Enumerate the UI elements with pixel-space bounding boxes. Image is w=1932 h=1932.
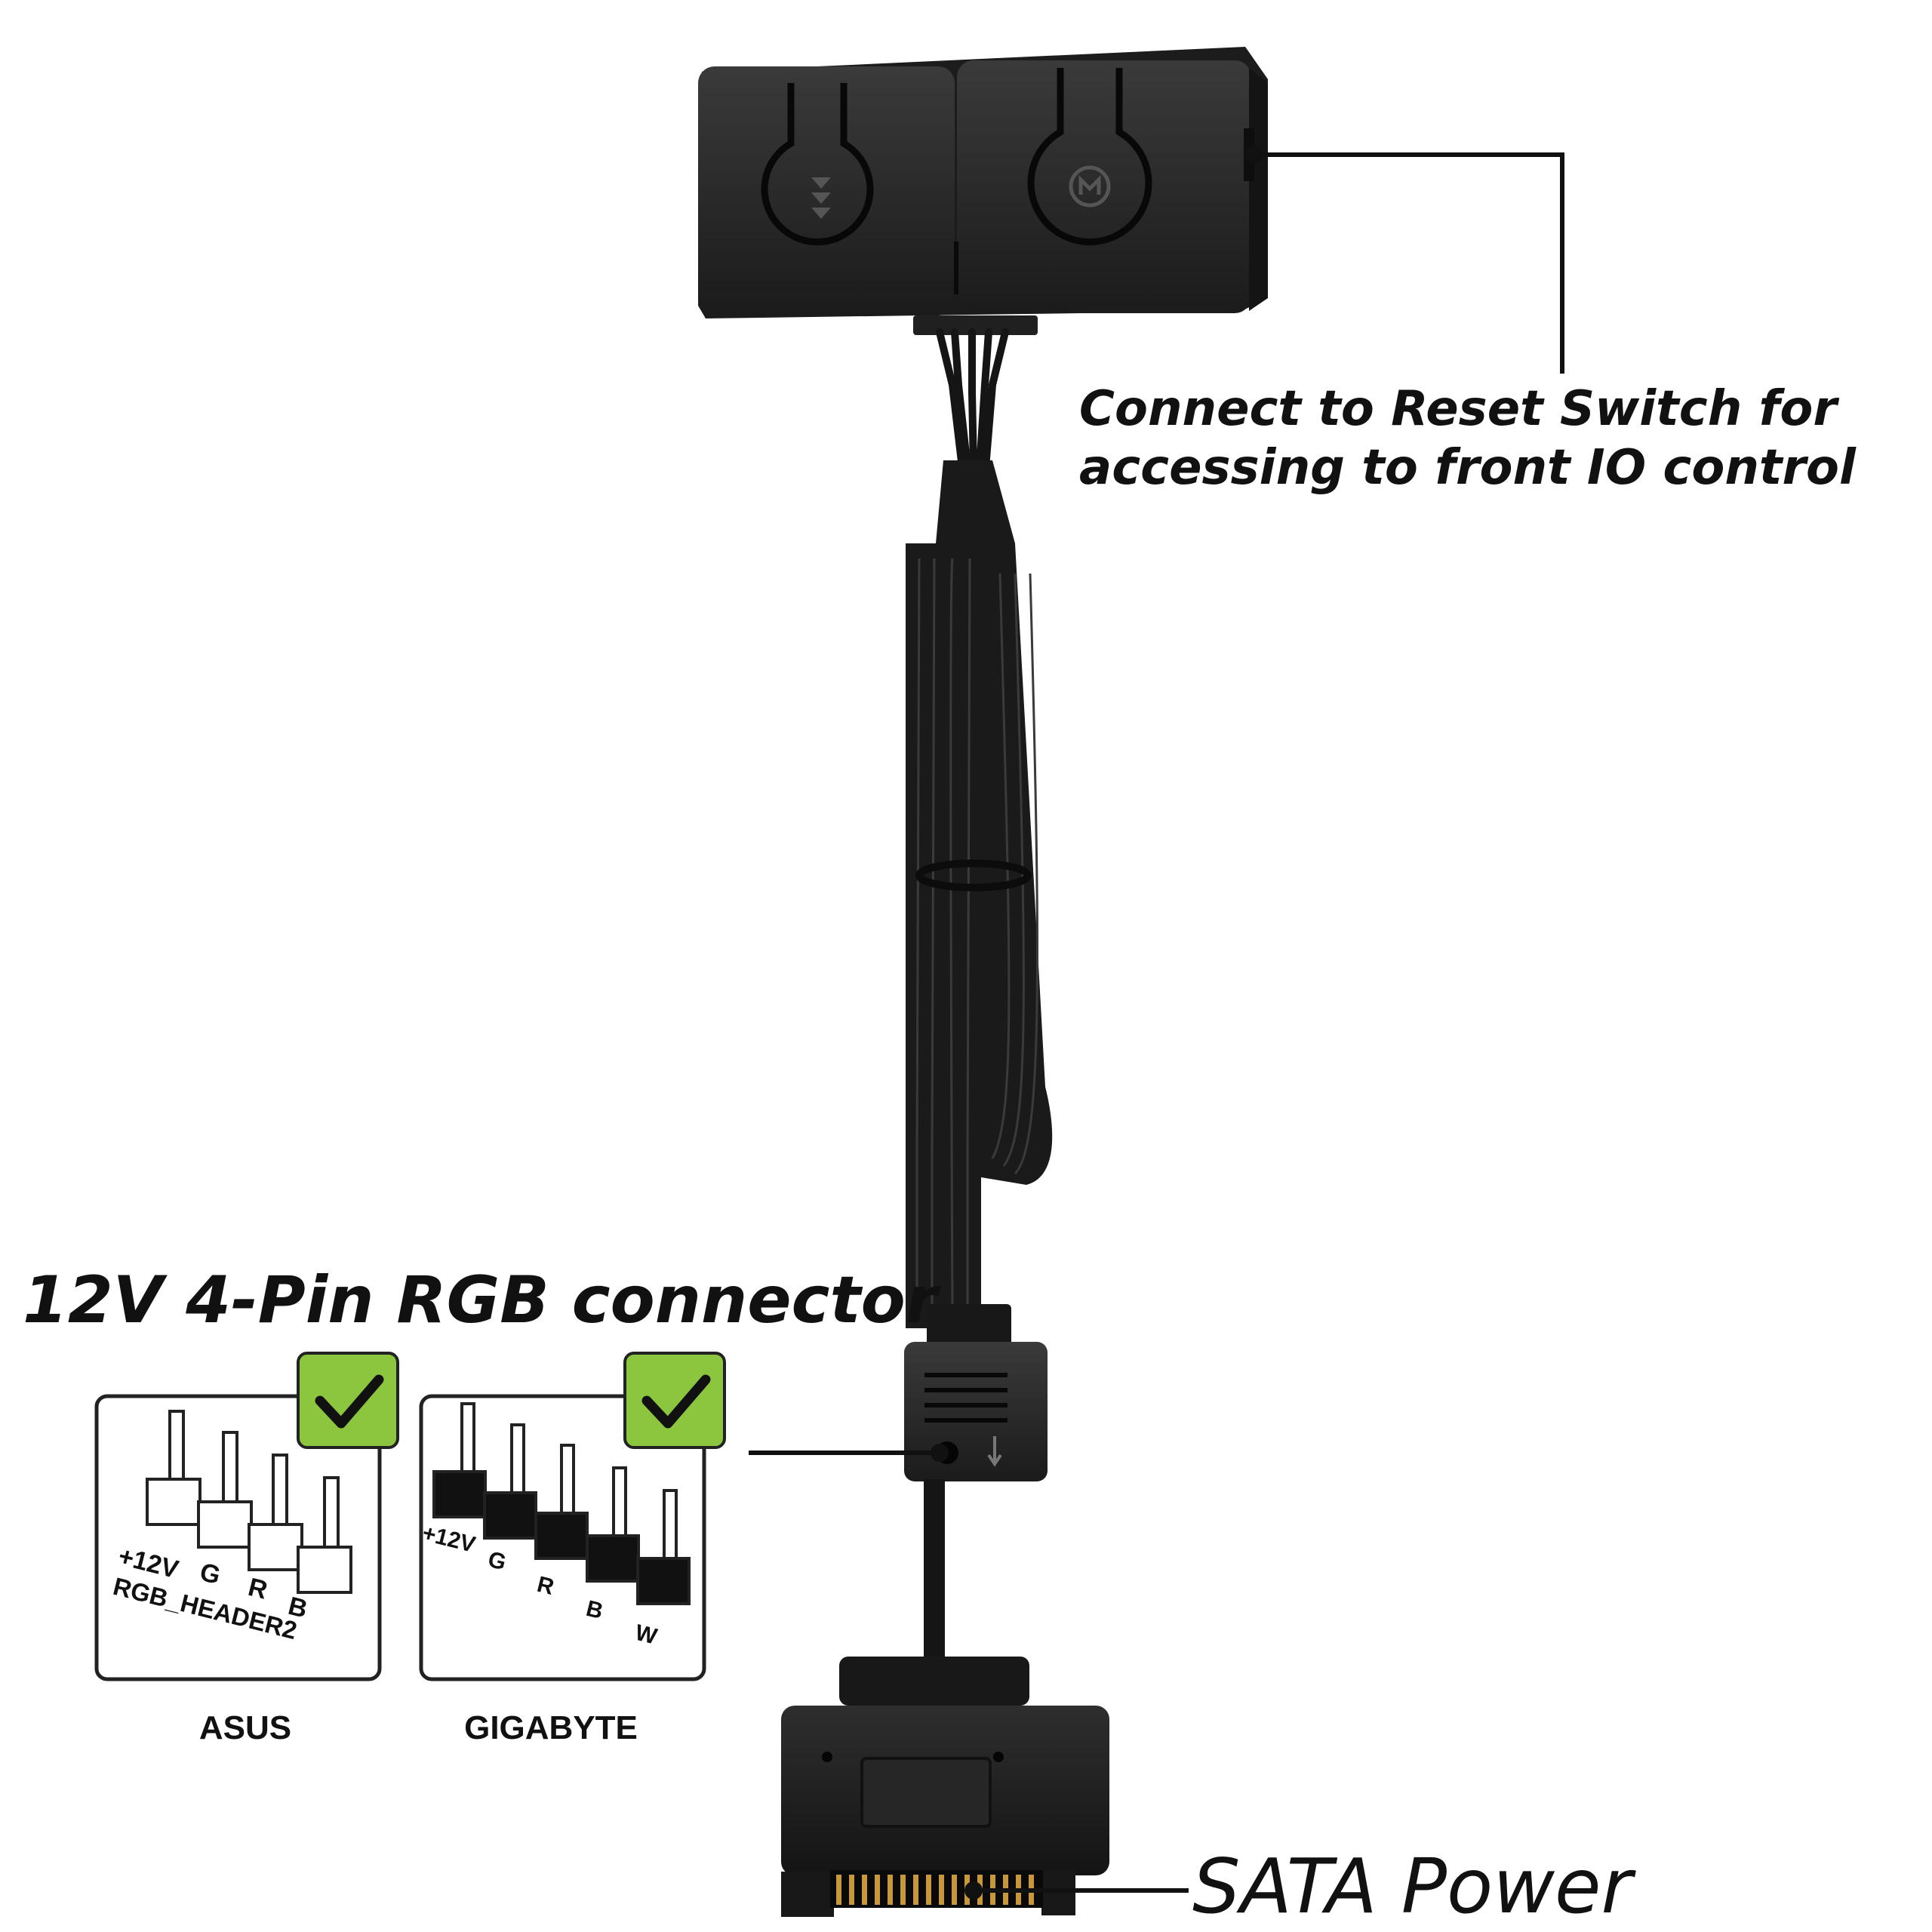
reset-switch-callout-line1: Connect to Reset Switch for <box>1079 381 1837 437</box>
controller-wires <box>936 328 1009 472</box>
sata-power-label: SATA Power <box>1192 1842 1632 1930</box>
arrow-down-icon <box>987 1436 1002 1467</box>
checkmark-icon <box>641 1374 711 1429</box>
gigabyte-header-panel: +12V G R B W <box>419 1352 726 1681</box>
asus-caption: ASUS <box>198 1709 292 1746</box>
gigabyte-caption: GIGABYTE <box>464 1709 638 1746</box>
reset-switch-callout-line2: accessing to front IO control <box>1079 440 1856 496</box>
sata-power-plug <box>781 1657 1109 1917</box>
rgb-connector-title: 12V 4-Pin RGB connector <box>23 1263 938 1338</box>
check-badge <box>623 1352 726 1449</box>
controller-box <box>698 47 1268 335</box>
asus-header-panel: +12V G R B RGB_HEADER2 <box>94 1352 399 1681</box>
gigabyte-pins <box>432 1402 691 1605</box>
check-badge <box>297 1352 399 1449</box>
keyhole-right-icon <box>1027 68 1152 246</box>
sata-cable <box>924 1479 945 1660</box>
asus-pins <box>146 1410 352 1594</box>
mode-button-icon <box>1069 165 1111 208</box>
leader-lines <box>749 146 1564 1900</box>
flat-cable <box>906 460 1053 1328</box>
checkmark-icon <box>315 1374 384 1429</box>
fast-forward-icon <box>811 177 831 219</box>
keyhole-left-icon <box>761 83 874 246</box>
